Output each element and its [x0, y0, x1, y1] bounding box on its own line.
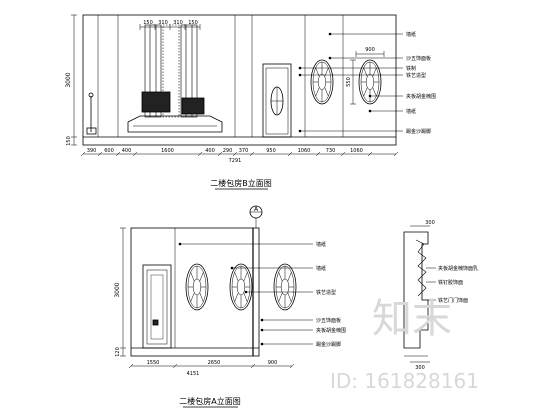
top-dim-label: 150	[188, 20, 198, 26]
bottom-dim-label: 400	[122, 148, 132, 154]
door-handle	[152, 319, 159, 326]
callout-label: 沙五饰面板	[316, 317, 341, 324]
elevation-a-height-dimension	[120, 227, 126, 357]
elevation-b-bottom-dimension: 390 600 400 1600 400 290 370 950 1060 730 1060	[80, 148, 399, 157]
elevation-a-wall-outline	[130, 227, 260, 357]
bottom-dim-label: 1060	[350, 148, 363, 154]
elevation-b-guide-lines	[97, 15, 344, 137]
bottom-dim-label: 1600	[161, 148, 174, 154]
callout-label: 铁艺造型	[406, 72, 426, 79]
bottom-dim-label: 2650	[208, 360, 221, 366]
bottom-dim-label: 390	[87, 148, 97, 154]
tv-cabinet	[127, 115, 223, 133]
callout-label: 踢金沙踢脚	[406, 128, 431, 135]
bottom-dim-label: 1550	[147, 360, 160, 366]
bottom-dim-label: 400	[205, 148, 215, 154]
elevation-a-height-label: 3000	[114, 282, 121, 297]
bottom-dim-label: 730	[326, 148, 336, 154]
elevation-a-total-label: 4151	[187, 371, 200, 377]
callout-label: 踢金沙踢脚	[316, 341, 341, 348]
section-mark-label: A	[254, 206, 259, 213]
elevation-a-title: 二楼包房A立面图	[179, 396, 240, 406]
bottom-dim-label: 290	[223, 148, 233, 154]
elevation-b-window-dimension	[350, 51, 385, 105]
elevation-a-round-windows	[185, 263, 297, 311]
tv-screen	[141, 91, 171, 113]
speaker-box	[181, 97, 205, 115]
round-window	[229, 263, 253, 311]
round-window	[310, 59, 334, 105]
round-window	[273, 263, 297, 311]
elevation-b-wall-outline	[82, 14, 397, 146]
elevation-a-bottom-dimension: 1550 2650 900	[128, 360, 295, 369]
callout-label: 铁艺造型	[316, 289, 336, 296]
callout-label: 墙纸	[316, 265, 326, 272]
detail-callout-label: 铁钉胶饰面	[438, 279, 463, 286]
detail-callout-label: 铁艺门门饰面	[438, 297, 468, 304]
elevation-b-total-label: 7291	[229, 158, 242, 164]
callout-label: 墙纸	[406, 108, 416, 115]
elevation-a-section-marker	[249, 205, 263, 228]
detail-dim-bottom: 300	[415, 365, 425, 371]
elevation-b: 3000 150 150 310 310 150 900 550 390 600 4…	[65, 14, 436, 190]
callout-label: 夹板胡金楠围	[406, 93, 436, 100]
top-dim-label: 310	[158, 20, 168, 26]
round-window	[358, 59, 382, 105]
detail-callout-label: 夹板胡金楠饰面乳	[438, 265, 478, 272]
callout-label: 沙五饰面板	[406, 55, 431, 62]
callout-label: 墙纸	[406, 31, 416, 38]
elevation-b-floor-lamp	[86, 92, 97, 135]
elevation-b-height-label: 3000	[65, 72, 72, 87]
bottom-dim-label: 950	[266, 148, 276, 154]
elevation-b-round-windows	[310, 59, 382, 105]
elevation-b-door	[262, 63, 292, 138]
watermark-logo: 知末	[372, 296, 452, 342]
window-height-label: 550	[346, 77, 352, 87]
top-dim-label: 150	[143, 20, 153, 26]
elevation-b-top-dimension	[139, 24, 201, 30]
round-window	[185, 263, 209, 311]
detail-dim-top: 300	[425, 220, 435, 226]
bottom-dim-label: 1060	[298, 148, 311, 154]
elevation-b-height-dimension	[71, 14, 77, 146]
callout-label: 铁制	[406, 65, 416, 72]
callout-label: 墙纸	[316, 241, 326, 248]
elevation-b-tv-cabinet	[127, 91, 223, 133]
elevation-b-base-label: 150	[66, 136, 72, 146]
watermark-id: ID: 161828161	[330, 369, 479, 393]
bottom-dim-label: 600	[104, 148, 114, 154]
elevation-a-base-label: 120	[115, 347, 121, 357]
elevation-b-title: 二楼包房B立面图	[210, 178, 272, 188]
bottom-dim-label: 370	[239, 148, 249, 154]
top-dim-label: 310	[173, 20, 183, 26]
detail-callout-lines	[426, 267, 436, 301]
window-width-label: 900	[365, 47, 375, 53]
callout-label: 夹板胡金楠围	[316, 327, 346, 334]
elevation-a-door	[142, 264, 172, 349]
bottom-dim-label: 900	[268, 360, 278, 366]
